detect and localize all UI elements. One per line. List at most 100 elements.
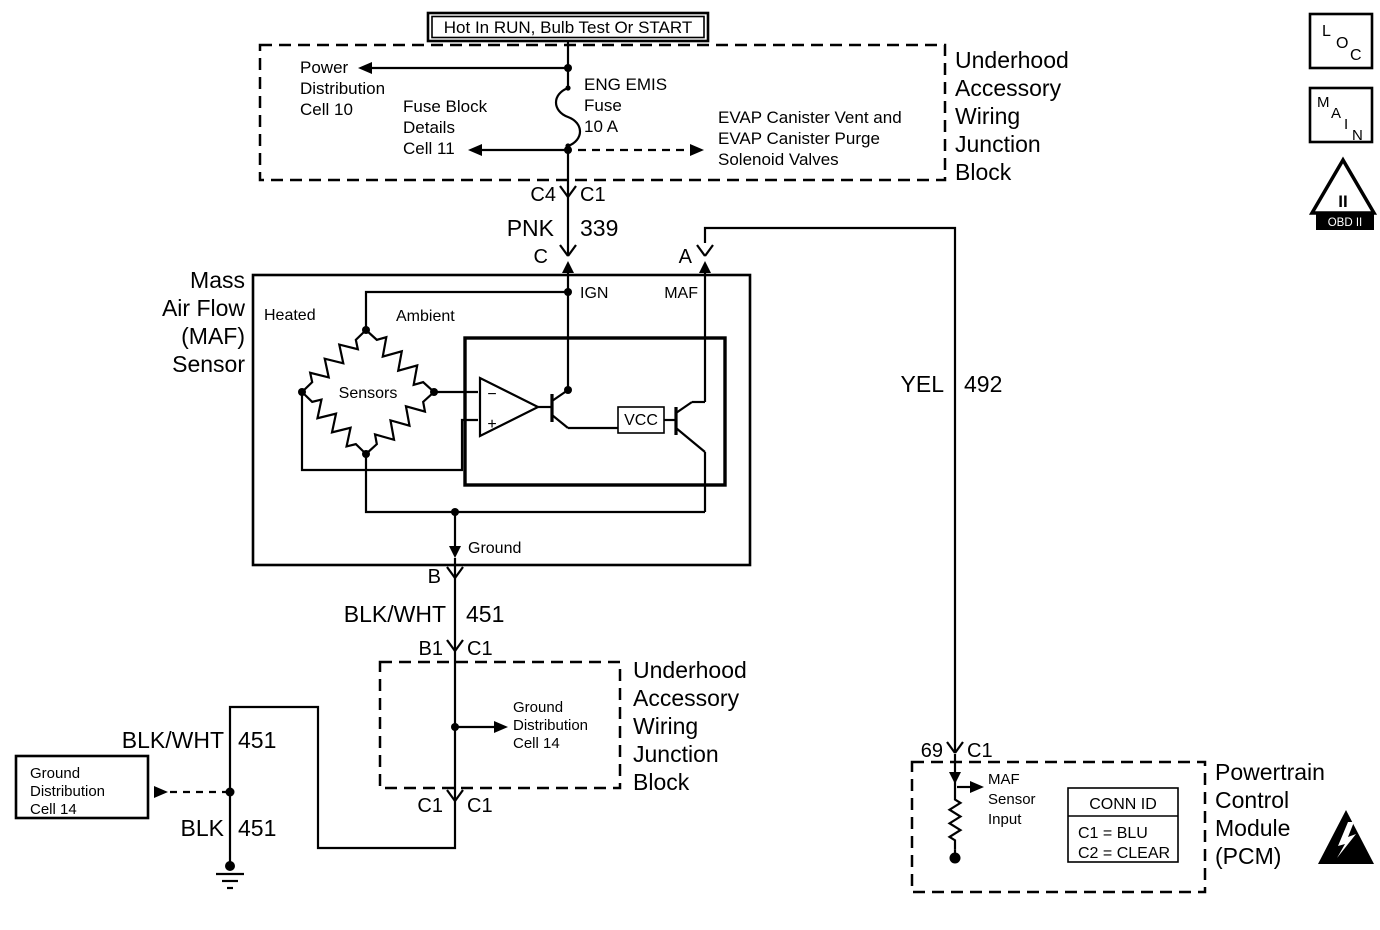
yel-wire-run <box>703 226 957 752</box>
arrow-up-icon <box>562 261 574 273</box>
legend-corner: L O C M A I N II OBD II <box>1308 12 1378 230</box>
ground-dist-box <box>14 754 150 820</box>
wire-circuit-451: 451 <box>238 815 276 841</box>
lower-block-label: Underhood <box>633 657 747 683</box>
pcm-label: Module <box>1215 815 1290 841</box>
evap-label: EVAP Canister Vent and <box>718 108 902 127</box>
connector-icon <box>446 566 456 579</box>
ground-dist-label: Distribution <box>513 717 588 734</box>
connector-icon <box>446 639 456 652</box>
connector-icon <box>567 185 577 198</box>
conn-id-header: CONN ID <box>1089 796 1157 813</box>
connector-label-c4: C4 <box>530 184 556 206</box>
arrow-down-icon <box>949 772 961 784</box>
maf-sensor-label: Sensor <box>172 351 245 377</box>
fuse-label: Fuse <box>584 96 622 115</box>
power-dist-label: Distribution <box>300 79 385 98</box>
opamp-icon <box>478 376 541 438</box>
connector-label-c1: C1 <box>967 740 993 762</box>
wire-color-yel: YEL <box>901 371 945 397</box>
termination-dot <box>949 852 961 864</box>
junction-dot <box>564 288 572 296</box>
pcm-logo-bolt-icon <box>1337 822 1356 858</box>
pin-label-b: B <box>428 566 441 588</box>
arrow-right-icon <box>970 781 984 793</box>
connector-icon <box>454 566 464 579</box>
junction-dot <box>225 787 235 797</box>
power-dist-label: Power <box>300 58 349 77</box>
wire-circuit-451: 451 <box>238 727 276 753</box>
connector-icon <box>454 789 464 802</box>
top-block-label: Block <box>955 159 1012 185</box>
connector-icon <box>704 244 714 257</box>
transistor-icon <box>551 414 569 429</box>
arrow-left-icon <box>358 62 372 74</box>
transistor-icon <box>675 401 693 414</box>
maf-sensor-label: (MAF) <box>181 323 245 349</box>
arrow-left-icon <box>468 144 482 156</box>
bridge-supply-wire <box>364 290 568 330</box>
connector-icon <box>954 741 964 754</box>
pin-label-69: 69 <box>921 740 943 762</box>
conn-id-table <box>1067 787 1179 863</box>
resistor-icon <box>948 789 962 851</box>
connector-icon <box>446 789 456 802</box>
arrow-right-icon <box>690 144 704 156</box>
evap-label: EVAP Canister Purge <box>718 129 880 148</box>
transistor-icon <box>675 427 706 453</box>
connector-icon <box>696 244 706 257</box>
lower-block-label: Wiring <box>633 713 698 739</box>
blkwht-wire: B BLK/WHT 451 B1 C1 <box>344 566 505 660</box>
pnk-wire: C4 C1 PNK 339 C <box>507 41 618 273</box>
connector-label-c1: C1 <box>467 638 493 660</box>
loc-letter: L <box>1322 23 1331 40</box>
connector-icon <box>559 185 569 198</box>
conn-id-row: C1 = BLU <box>1078 825 1148 842</box>
arrow-down-icon <box>449 546 461 558</box>
yel-wire: YEL 492 69 C1 <box>703 226 1002 762</box>
pcm-label: Powertrain <box>1215 759 1325 785</box>
ground-bus-wire <box>364 454 705 514</box>
lower-junction-box <box>378 660 622 790</box>
opamp-plus: + <box>487 416 496 433</box>
fuse-label: ENG EMIS <box>584 75 667 94</box>
opamp-minus: − <box>487 386 496 403</box>
lower-block-label: Block <box>633 769 690 795</box>
ground-dist-box-label: Ground <box>30 765 80 782</box>
pin-label-c: C <box>534 246 548 268</box>
maf-input-label: Sensor <box>988 791 1036 808</box>
connector-icon <box>946 741 956 754</box>
fuse-details-label: Fuse Block <box>403 97 488 116</box>
ign-label: IGN <box>580 285 608 302</box>
maf-input-label: Input <box>988 811 1022 828</box>
ambient-label: Ambient <box>396 308 455 325</box>
main-letter: M <box>1317 94 1330 111</box>
blk-wire-run <box>228 705 457 864</box>
top-junction-box <box>258 43 947 182</box>
lower-block-label: Junction <box>633 741 719 767</box>
maf-sensor-label: Mass <box>190 267 245 293</box>
pcm-label: Control <box>1215 787 1289 813</box>
ground-dist-box-label: Cell 14 <box>30 801 77 818</box>
bridge-out-wire <box>300 392 478 472</box>
pin-label-a: A <box>679 246 693 268</box>
hot-label: Hot In RUN, Bulb Test Or START <box>444 18 692 37</box>
junction-dot <box>564 146 572 154</box>
pcm-box <box>910 760 1207 894</box>
top-block-label: Wiring <box>955 103 1020 129</box>
ground-dist-label: Ground <box>513 699 563 716</box>
connector-label-c1: C1 <box>417 795 443 817</box>
junction-dot <box>564 386 572 394</box>
main-box <box>1308 86 1374 144</box>
junction-dot <box>564 64 572 72</box>
wire-color-blkwht: BLK/WHT <box>344 601 446 627</box>
top-junction-block: Underhood Accessory Wiring Junction Bloc… <box>258 43 1069 185</box>
ground-dist-label: Cell 14 <box>513 735 560 752</box>
connector-icon <box>559 244 569 257</box>
wire-color-blkwht: BLK/WHT <box>122 727 224 753</box>
ground-label: Ground <box>468 540 521 557</box>
maf-sensor-box <box>251 273 752 567</box>
wire-color-blk: BLK <box>181 815 225 841</box>
fuse-details-label: Cell 11 <box>403 139 455 158</box>
lower-block-label: Accessory <box>633 685 740 711</box>
